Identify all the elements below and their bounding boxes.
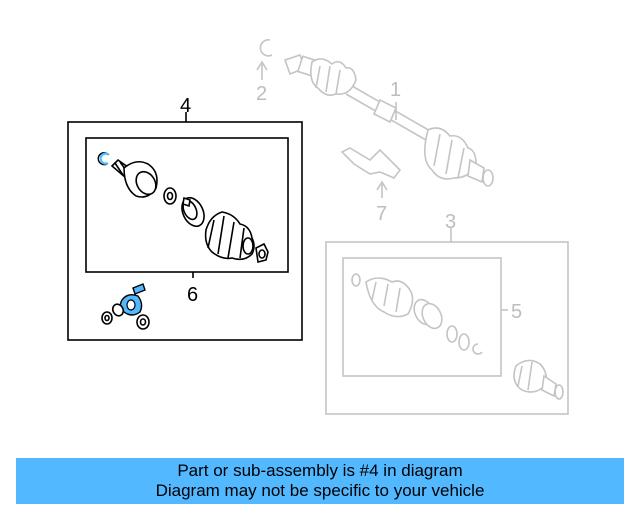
box-part-4 — [67, 121, 303, 341]
cv-joint-part-3 — [513, 359, 564, 400]
callout-6: 6 — [187, 284, 198, 306]
callout-7: 7 — [376, 203, 387, 225]
banner-line-disclaimer: Diagram may not be specific to your vehi… — [155, 481, 485, 500]
drive-shaft-assembly — [283, 53, 494, 187]
box-part-5 — [342, 257, 502, 377]
banner-line-part-number: Part or sub-assembly is #4 in diagram — [177, 461, 463, 480]
tripod-spider-highlighted — [101, 283, 150, 330]
bracket-part-7 — [340, 147, 402, 198]
info-banner: Part or sub-assembly is #4 in diagram Di… — [16, 458, 624, 504]
callout-3: 3 — [445, 211, 456, 233]
box-part-6 — [85, 137, 289, 273]
callout-2: 2 — [256, 83, 267, 105]
boot-kit-part-5 — [351, 273, 483, 355]
circlip-part-2 — [256, 39, 273, 80]
parts-diagram: 1 2 3 4 5 6 7 — [67, 39, 569, 415]
callout-5: 5 — [511, 301, 522, 323]
callout-1: 1 — [390, 79, 401, 101]
boot-kit-part-6 — [97, 151, 269, 263]
callout-4: 4 — [180, 95, 191, 117]
box-part-3 — [325, 241, 569, 415]
